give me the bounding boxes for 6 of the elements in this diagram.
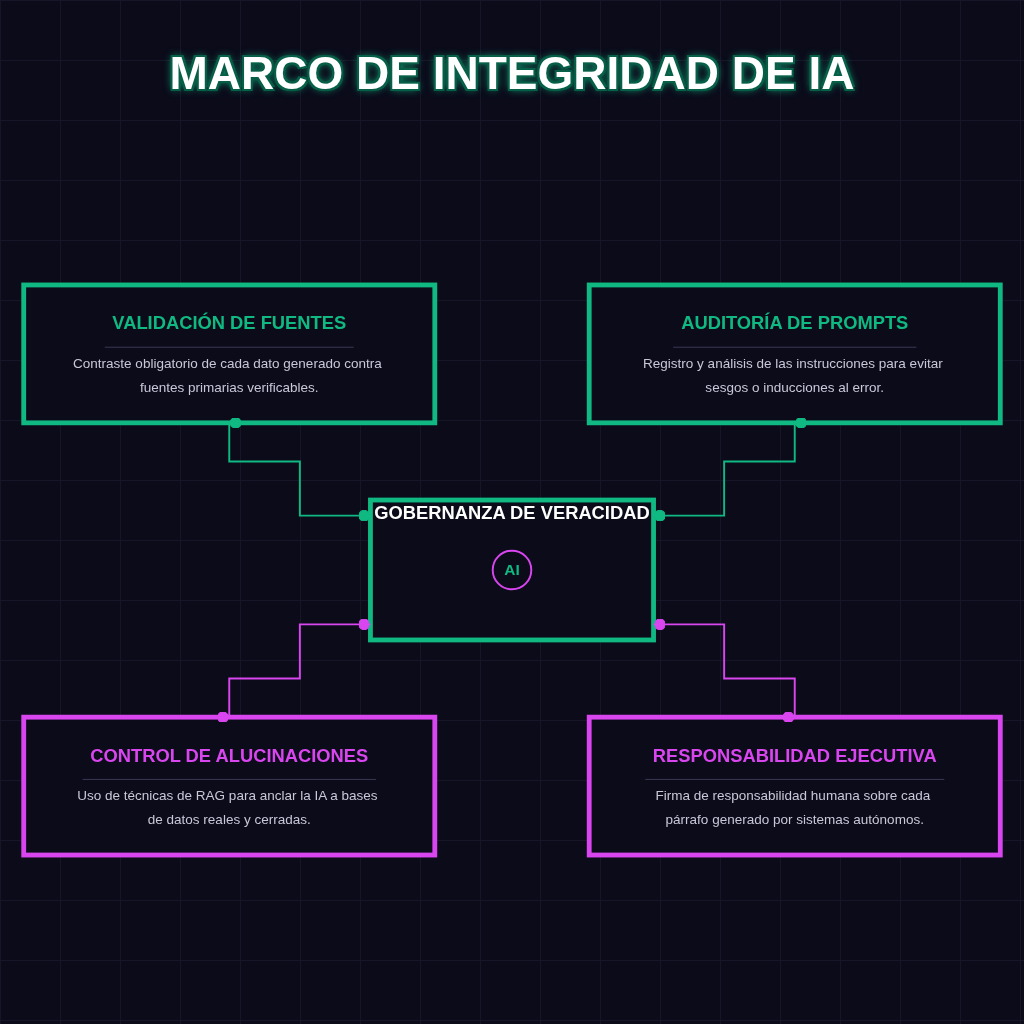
node-box: CONTROL DE ALUCINACIONES Uso de técnicas de RAG para anclar la IA a bases de datos reales y cerradas. — [21, 714, 438, 858]
node-circle: AI — [491, 549, 533, 591]
title: MARCO DE INTEGRIDAD DE IA — [169, 46, 855, 100]
node-box: RESPONSABILIDAD EJECUTIVA Firma de responsabilidad humana sobre cada párrafo generado por sistemas autónomos. — [586, 714, 1003, 858]
node-box: AUDITORÍA DE PROMPTS Registro y análisis de las instrucciones para evitar sesgos o inducciones al error. — [586, 282, 1003, 426]
node-box: VALIDACIÓN DE FUENTES Contraste obligatorio de cada dato generado contra fuentes primarias verificables. — [21, 282, 438, 426]
